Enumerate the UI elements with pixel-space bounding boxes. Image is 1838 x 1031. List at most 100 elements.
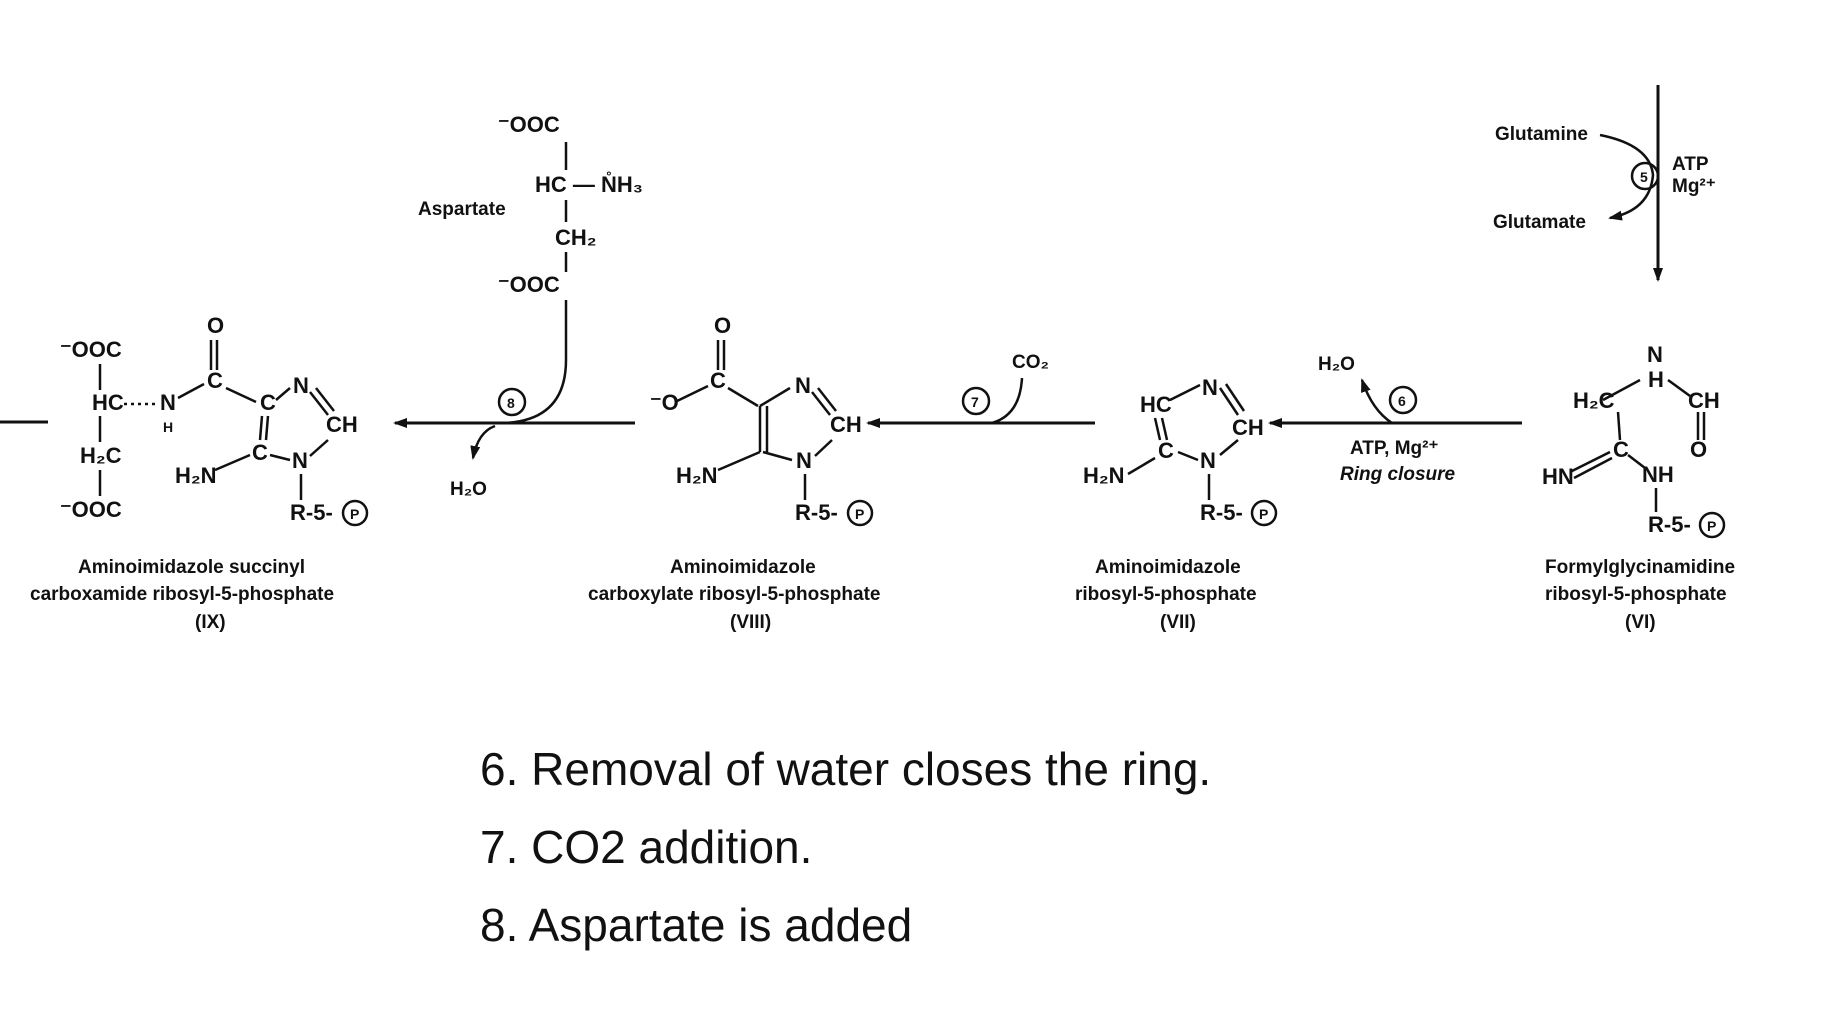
compound-vi-name-line2: ribosyl-5-phosphate xyxy=(1545,584,1727,605)
compound-vi-structure: N H H₂C CH C O HN NH R-5- P xyxy=(1542,342,1726,539)
mg-label-5: Mg²⁺ xyxy=(1672,176,1716,197)
step7-circle xyxy=(961,386,991,416)
compound-vi-name: Formylglycinamidine ribosyl-5-phosphate … xyxy=(1545,557,1735,633)
step6-group: H₂O 6 ATP, Mg²⁺ Ring closure xyxy=(1268,354,1522,485)
atom-h2n: H₂N xyxy=(175,463,217,488)
atom-hn: HN xyxy=(1542,464,1574,489)
aspartate-l4: ⁻OOC xyxy=(498,272,560,297)
phosphate-p: P xyxy=(1707,518,1716,534)
compound-viii-name-line2: carboxylate ribosyl-5-phosphate xyxy=(588,584,880,605)
pathway-diagram: Glutamine Glutamate 5 ATP Mg²⁺ N H H₂C C… xyxy=(0,85,1735,633)
step6-number: 6 xyxy=(1398,393,1406,409)
atom-nh: NH xyxy=(1642,462,1674,487)
h2o-label-8: H₂O xyxy=(450,479,487,500)
compound-ix-name-line2: carboxamide ribosyl-5-phosphate xyxy=(30,584,334,605)
step8-curve xyxy=(504,300,568,425)
atom-h2n: H₂N xyxy=(1083,463,1125,488)
compound-vii-numeral: (VII) xyxy=(1160,612,1196,633)
phosphate-p: P xyxy=(855,506,864,522)
atom-c: C xyxy=(1158,438,1174,463)
ring-closure-label: Ring closure xyxy=(1340,464,1456,485)
atom-om: ⁻O xyxy=(650,390,679,415)
aspartate-l2: HC — N̊H₃ xyxy=(535,171,643,197)
atom-n: N xyxy=(160,390,176,415)
step6-curve xyxy=(1360,378,1393,425)
compound-vi-name-line1: Formylglycinamidine xyxy=(1545,557,1735,578)
compound-viii-name-line1: Aminoimidazole xyxy=(670,557,816,578)
compound-viii-structure: O ⁻O C N CH N H₂N R-5- P xyxy=(650,313,874,527)
step7-curve xyxy=(991,377,1024,425)
atom-c: C xyxy=(710,368,726,393)
note-step8: 8. Aspartate is added xyxy=(480,899,913,951)
compound-ix-name: Aminoimidazole succinyl carboxamide ribo… xyxy=(30,557,334,633)
r5p-label: R-5- xyxy=(290,500,333,525)
phosphate-p: P xyxy=(1259,506,1268,522)
step8-h2o-curve xyxy=(470,424,496,460)
step5-circle xyxy=(1630,161,1660,191)
phosphate-p: P xyxy=(350,506,359,522)
step7-number: 7 xyxy=(971,394,979,410)
atom-c: C xyxy=(252,440,268,465)
atom-c: C xyxy=(207,368,223,393)
step8-circle xyxy=(497,387,527,417)
step5-curve xyxy=(1599,133,1655,221)
atom-n: N xyxy=(796,448,812,473)
atom-h2n: H₂N xyxy=(676,463,718,488)
compound-ix-structure: ⁻OOC HC N H H₂C ⁻OOC O C N CH C C N H₂N … xyxy=(60,313,369,527)
compound-vii-name-line1: Aminoimidazole xyxy=(1095,557,1241,578)
aspartate-l1: ⁻OOC xyxy=(498,112,560,137)
step8-group: ⁻OOC HC — N̊H₃ CH₂ ⁻OOC Aspartate H₂O 8 xyxy=(393,112,643,500)
step7-group: CO₂ 7 xyxy=(866,352,1095,428)
atom-ch: CH xyxy=(830,412,862,437)
atp-label-5: ATP xyxy=(1672,154,1709,175)
atom-ch: CH xyxy=(326,412,358,437)
atom-coom: ⁻OOC xyxy=(60,497,122,522)
notes-list: 6. Removal of water closes the ring. 7. … xyxy=(480,730,1211,964)
compound-vii-name-line2: ribosyl-5-phosphate xyxy=(1075,584,1257,605)
atom-h2c: H₂C xyxy=(80,443,122,468)
compound-vi-numeral: (VI) xyxy=(1625,612,1656,633)
atom-o: O xyxy=(207,313,224,338)
step6-circle xyxy=(1388,385,1418,415)
glutamine-label: Glutamine xyxy=(1495,124,1588,145)
atom-ch: CH xyxy=(1232,415,1264,440)
atom-h: H xyxy=(163,419,173,435)
r5p-label: R-5- xyxy=(1200,500,1243,525)
atom-n: N xyxy=(1200,448,1216,473)
atom-c: C xyxy=(260,390,276,415)
note-step7: 7. CO2 addition. xyxy=(480,821,813,873)
phosphate-circle xyxy=(846,499,874,527)
atom-n: N xyxy=(1647,342,1663,367)
atom-n: N xyxy=(795,373,811,398)
atom-ch: CH xyxy=(1688,388,1720,413)
atom-o: O xyxy=(1690,437,1707,462)
compound-viii-name: Aminoimidazole carboxylate ribosyl-5-pho… xyxy=(588,557,880,633)
phosphate-circle xyxy=(341,499,369,527)
h2o-label-6: H₂O xyxy=(1318,354,1355,375)
note-step6: 6. Removal of water closes the ring. xyxy=(480,743,1212,795)
compound-ix-numeral: (IX) xyxy=(195,612,226,633)
phosphate-circle xyxy=(1698,511,1726,539)
r5p-label: R-5- xyxy=(795,500,838,525)
glutamate-label: Glutamate xyxy=(1493,212,1586,233)
atom-o: O xyxy=(714,313,731,338)
atom-coom: ⁻OOC xyxy=(60,337,122,362)
step5-group: Glutamine Glutamate 5 ATP Mg²⁺ xyxy=(1493,85,1716,282)
atom-h2c: H₂C xyxy=(1573,388,1615,413)
aspartate-label: Aspartate xyxy=(418,199,506,220)
atom-hc: HC xyxy=(92,390,124,415)
r5p-label: R-5- xyxy=(1648,512,1691,537)
compound-ix-name-line1: Aminoimidazole succinyl xyxy=(78,557,305,578)
step8-number: 8 xyxy=(507,395,515,411)
atom-hc: HC xyxy=(1140,392,1172,417)
atom-c: C xyxy=(1613,437,1629,462)
co2-label: CO₂ xyxy=(1012,352,1049,373)
atom-n: N xyxy=(1202,375,1218,400)
atom-n: N xyxy=(293,373,309,398)
atp-mg-label-6: ATP, Mg²⁺ xyxy=(1350,438,1439,459)
phosphate-circle xyxy=(1250,499,1278,527)
compound-vii-structure: N HC CH C N H₂N R-5- P xyxy=(1083,375,1278,527)
step5-number: 5 xyxy=(1640,169,1648,185)
compound-vii-name: Aminoimidazole ribosyl-5-phosphate (VII) xyxy=(1075,557,1257,633)
